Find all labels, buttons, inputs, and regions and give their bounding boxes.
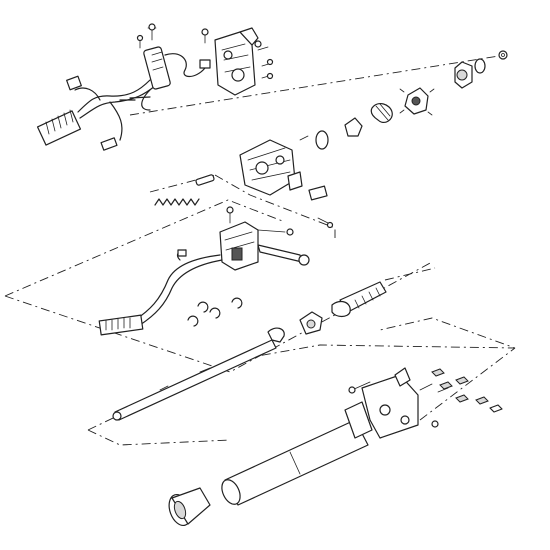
dust-boot <box>168 487 211 527</box>
retaining-rings <box>187 297 243 327</box>
fastener-set <box>419 368 503 413</box>
spring-and-pin <box>154 174 215 206</box>
multifunction-switch <box>219 206 334 271</box>
steering-column-housing <box>239 135 328 201</box>
column-tube-assembly <box>221 367 439 506</box>
lock-cylinder-parts <box>315 50 508 150</box>
wiring-harness-upper <box>36 75 156 151</box>
wiring-harness-lower <box>98 249 223 336</box>
group-outline-lower <box>87 317 516 446</box>
lock-housing-top <box>201 27 274 96</box>
switch-assembly-top <box>136 23 211 111</box>
group-outline-upper <box>149 174 336 238</box>
group-outline-middle <box>4 199 433 373</box>
intermediate-shaft-coupling <box>299 267 436 335</box>
axis-line-top <box>129 54 506 116</box>
shift-shaft <box>112 327 285 421</box>
